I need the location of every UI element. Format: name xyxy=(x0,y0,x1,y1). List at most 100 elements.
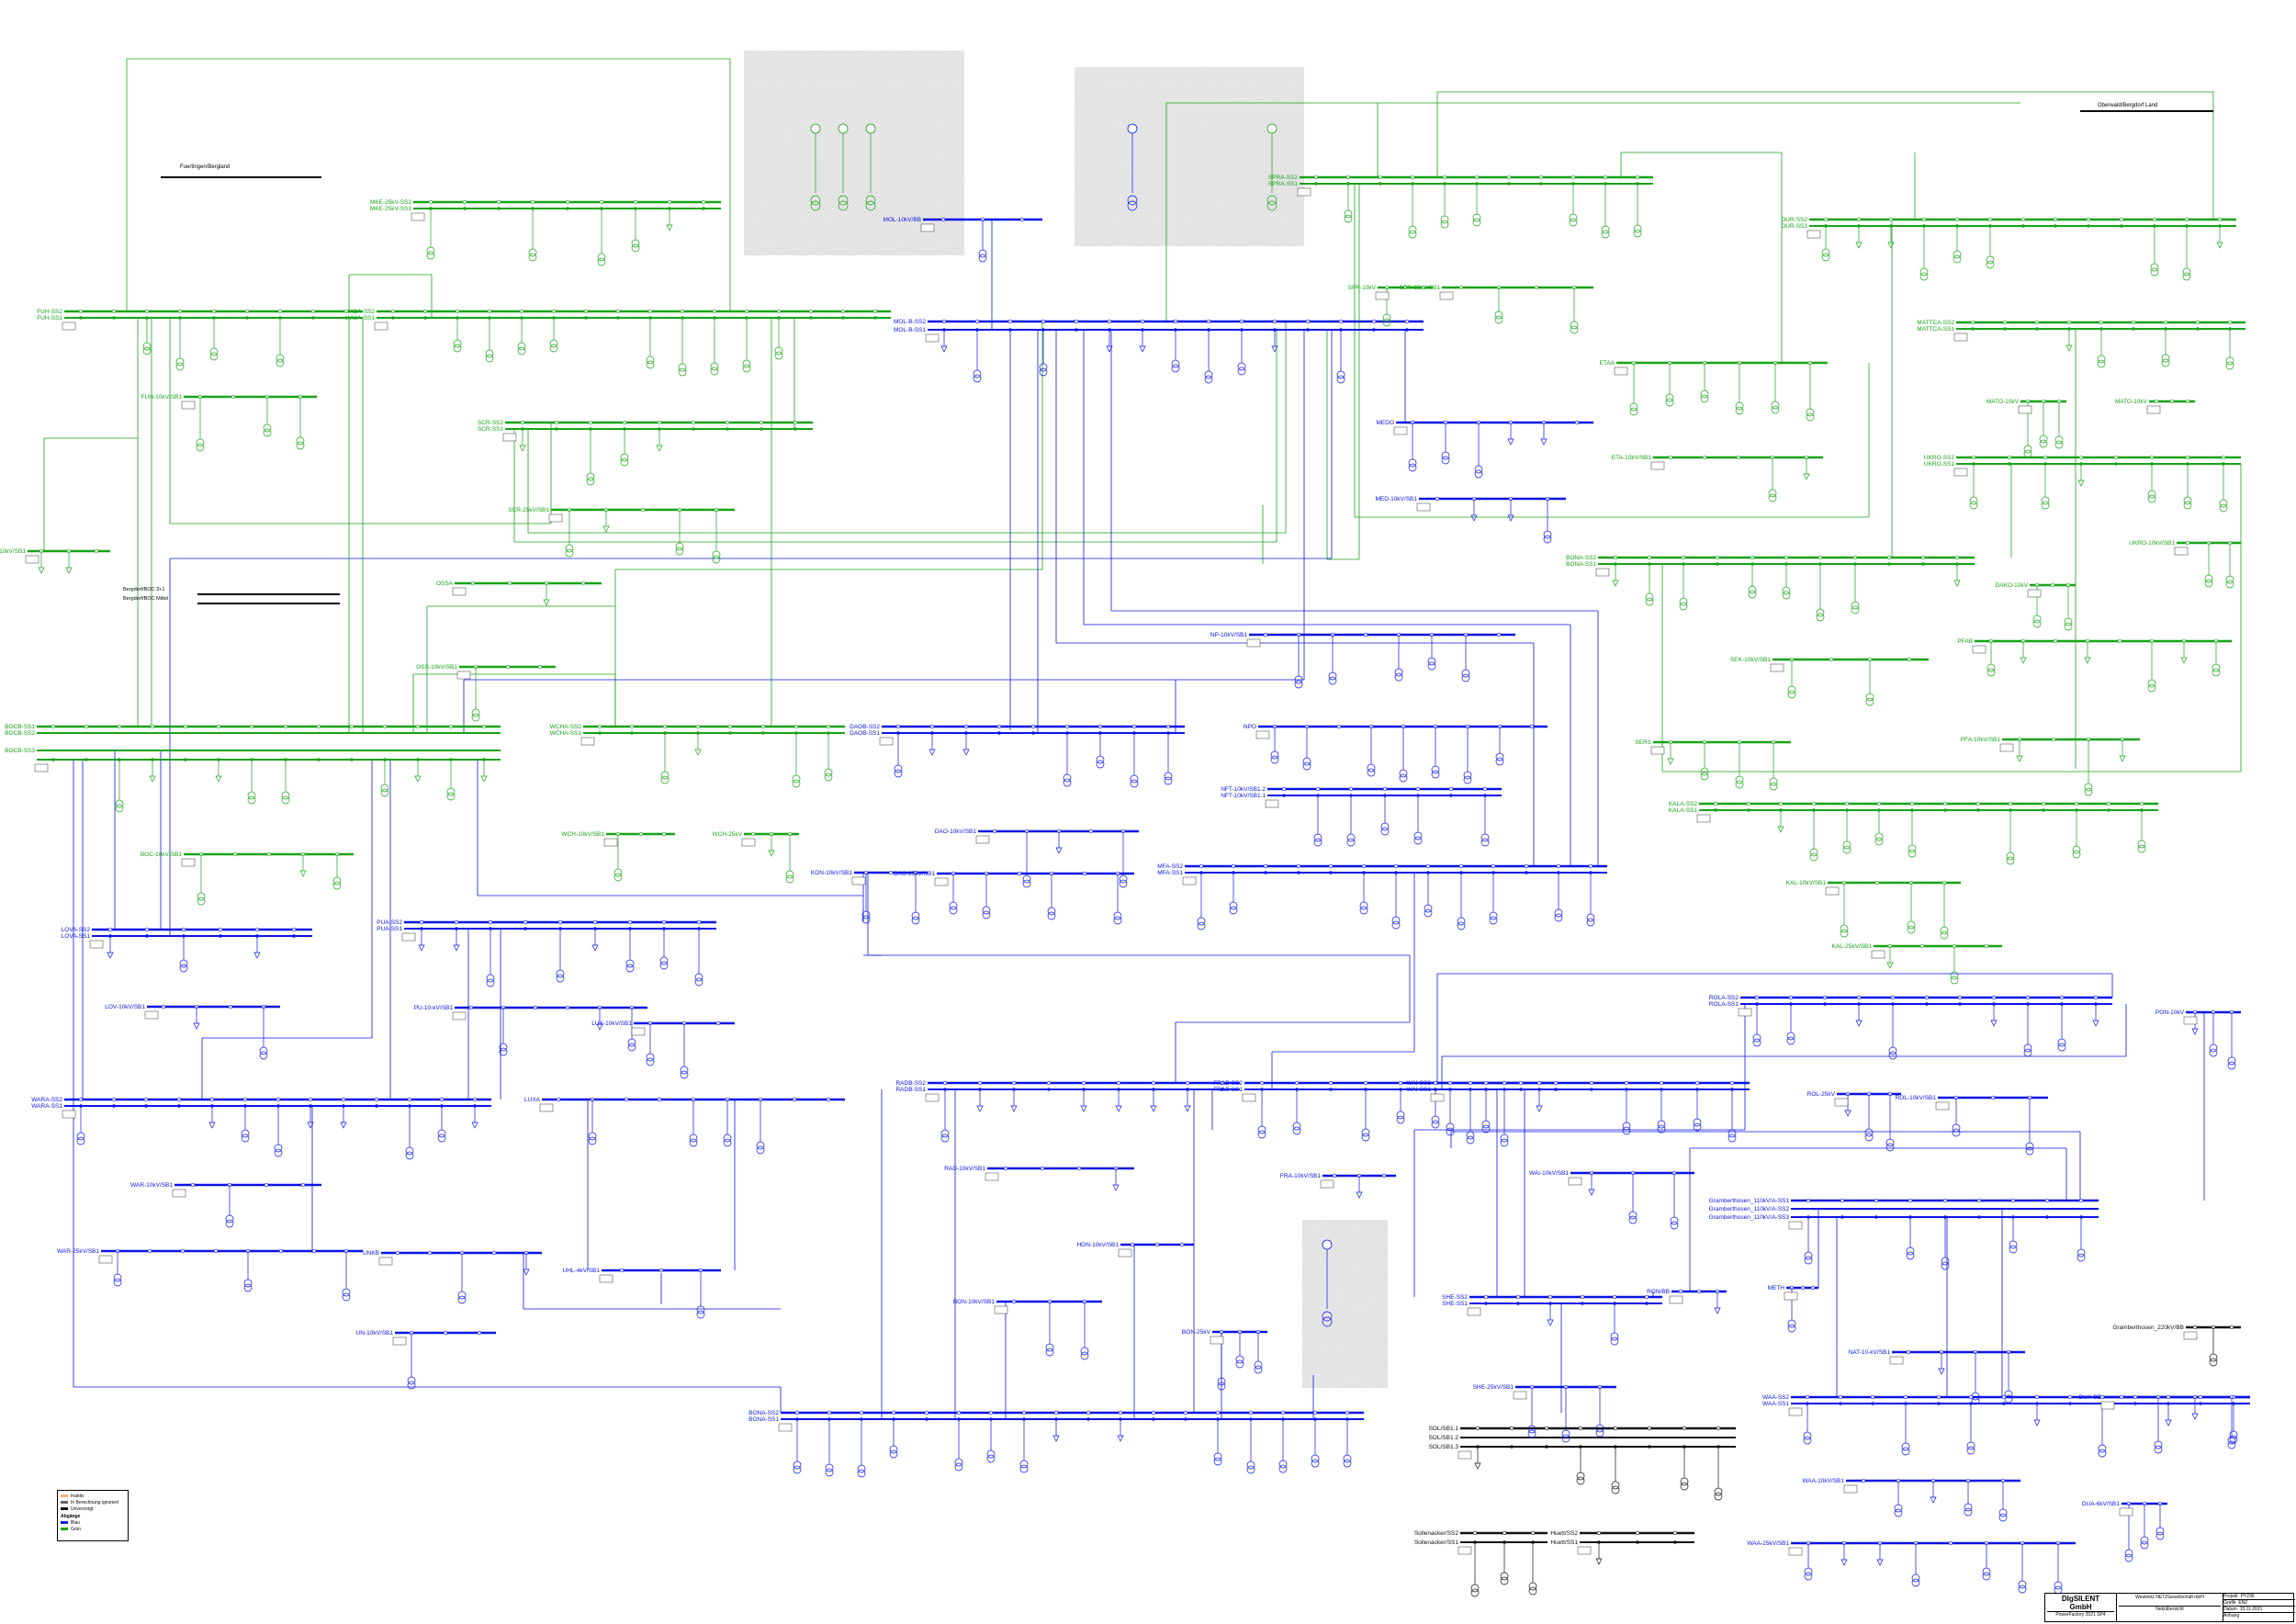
bay-node xyxy=(2002,1402,2006,1405)
busbar-label: LUXA xyxy=(524,1097,541,1103)
transformer-icon xyxy=(1427,657,1436,666)
transformer-icon xyxy=(2041,501,2050,510)
transformer-icon xyxy=(2137,844,2146,853)
transformer-icon xyxy=(1217,1382,1226,1391)
bay-node xyxy=(1871,1402,1874,1405)
transformer-icon xyxy=(774,351,783,360)
transformer-icon xyxy=(2212,668,2221,677)
bay-node xyxy=(712,309,717,314)
transformer-icon xyxy=(1359,901,1368,910)
transformer-icon xyxy=(1576,1476,1585,1485)
bay-node xyxy=(2067,1394,2073,1400)
busbar-label: SOL/SB1.3 xyxy=(1428,1444,1458,1450)
bay-node xyxy=(111,1097,117,1102)
bay-node xyxy=(2066,320,2072,325)
transformer-icon xyxy=(1474,465,1483,474)
transformer-icon xyxy=(861,915,871,924)
transformer-icon xyxy=(1440,215,1449,224)
transformer-icon xyxy=(2032,615,2042,624)
transformer-icon xyxy=(2204,579,2213,588)
transformer-icon xyxy=(1611,1481,1620,1490)
transformer-icon xyxy=(197,897,206,906)
busbar-label: OSS-10kV/SB1 xyxy=(416,664,457,671)
bay-node xyxy=(929,724,935,729)
transformer-icon xyxy=(1950,976,1959,985)
transformer-icon xyxy=(824,768,833,777)
bay-node xyxy=(627,919,633,925)
transformer-icon xyxy=(76,1132,85,1141)
station-box xyxy=(851,876,866,885)
legend-swatch-ignored xyxy=(61,1501,68,1504)
bay-node xyxy=(619,1268,625,1273)
station-box xyxy=(548,513,563,523)
bay-node xyxy=(1458,285,1464,290)
bay-node xyxy=(940,217,946,222)
bay-node xyxy=(382,724,388,729)
transformer-icon xyxy=(1953,250,1962,259)
bay-node xyxy=(728,731,732,735)
bay-node xyxy=(311,316,315,320)
bay-node xyxy=(826,1097,831,1102)
bay-node xyxy=(1596,1530,1602,1536)
bay-node xyxy=(1906,1349,1911,1355)
transformer-icon xyxy=(646,1057,655,1066)
transformer-icon xyxy=(1292,1122,1301,1131)
transformer-icon xyxy=(1367,763,1376,773)
busbar-label: SPR-25kV/SB1 xyxy=(1400,285,1441,291)
bay-node xyxy=(760,724,766,729)
transformer-icon xyxy=(2097,355,2106,364)
bay-node xyxy=(1021,1410,1027,1415)
transformer-icon xyxy=(1431,770,1440,779)
bay-node xyxy=(1305,319,1311,324)
bay-node xyxy=(580,581,586,586)
view-name: Netzübersicht xyxy=(2155,1607,2184,1612)
transformer-icon xyxy=(1080,1347,1089,1356)
transformer-icon xyxy=(675,547,684,556)
transformer-icon xyxy=(1735,401,1744,411)
bay-node xyxy=(2163,320,2168,325)
transformer-icon xyxy=(1735,780,1744,789)
transformer-icon xyxy=(2023,449,2032,458)
bay-node xyxy=(1130,1242,1135,1247)
transformer-icon xyxy=(486,978,495,987)
station-box xyxy=(1182,876,1197,885)
bay-node xyxy=(1937,1402,1941,1405)
transformer-icon xyxy=(259,1046,268,1055)
load-icon xyxy=(2119,755,2126,762)
bay-node xyxy=(761,731,765,735)
transformer-icon xyxy=(1576,1472,1585,1481)
bay-node xyxy=(1844,801,1850,806)
bay-node xyxy=(1313,175,1319,180)
transformer-icon xyxy=(1906,1251,1915,1260)
transformer-icon xyxy=(274,1144,283,1153)
bay-node xyxy=(232,851,238,857)
transformer-icon xyxy=(2023,445,2032,454)
transformer-icon xyxy=(742,359,751,368)
bay-node xyxy=(117,724,122,729)
bay-node xyxy=(1185,1080,1190,1086)
transformer-icon xyxy=(1633,229,1642,238)
load-icon xyxy=(418,944,425,952)
bay-node xyxy=(439,1097,445,1102)
transformer-icon xyxy=(2098,1444,2107,1453)
bay-node xyxy=(311,1248,317,1254)
busbar-label: WCH-10kV/SB1 xyxy=(561,831,604,838)
bay-node xyxy=(1179,1242,1185,1247)
transformer-icon xyxy=(597,257,606,266)
load-icon xyxy=(1990,1020,1998,1027)
busbar-label: SOL/SB1.1 xyxy=(1428,1426,1458,1432)
station-box xyxy=(994,1305,1008,1314)
station-box xyxy=(985,1172,999,1181)
station-box xyxy=(452,587,467,596)
transformer-icon xyxy=(825,1468,834,1477)
network-owner: Westnetz NETZGesellschaft mbH xyxy=(2119,1595,2221,1607)
transformer-icon xyxy=(1611,1485,1620,1494)
bay-node xyxy=(633,199,638,205)
transformer-icon xyxy=(2018,1580,2027,1589)
load-icon xyxy=(1115,1105,1122,1112)
transformer-icon xyxy=(209,347,219,356)
bay-node xyxy=(873,316,877,320)
transformer-icon xyxy=(2032,619,2042,628)
software-version: PowerFactory 2021 SP4 xyxy=(2047,1611,2114,1618)
bay-node xyxy=(1971,455,1976,460)
